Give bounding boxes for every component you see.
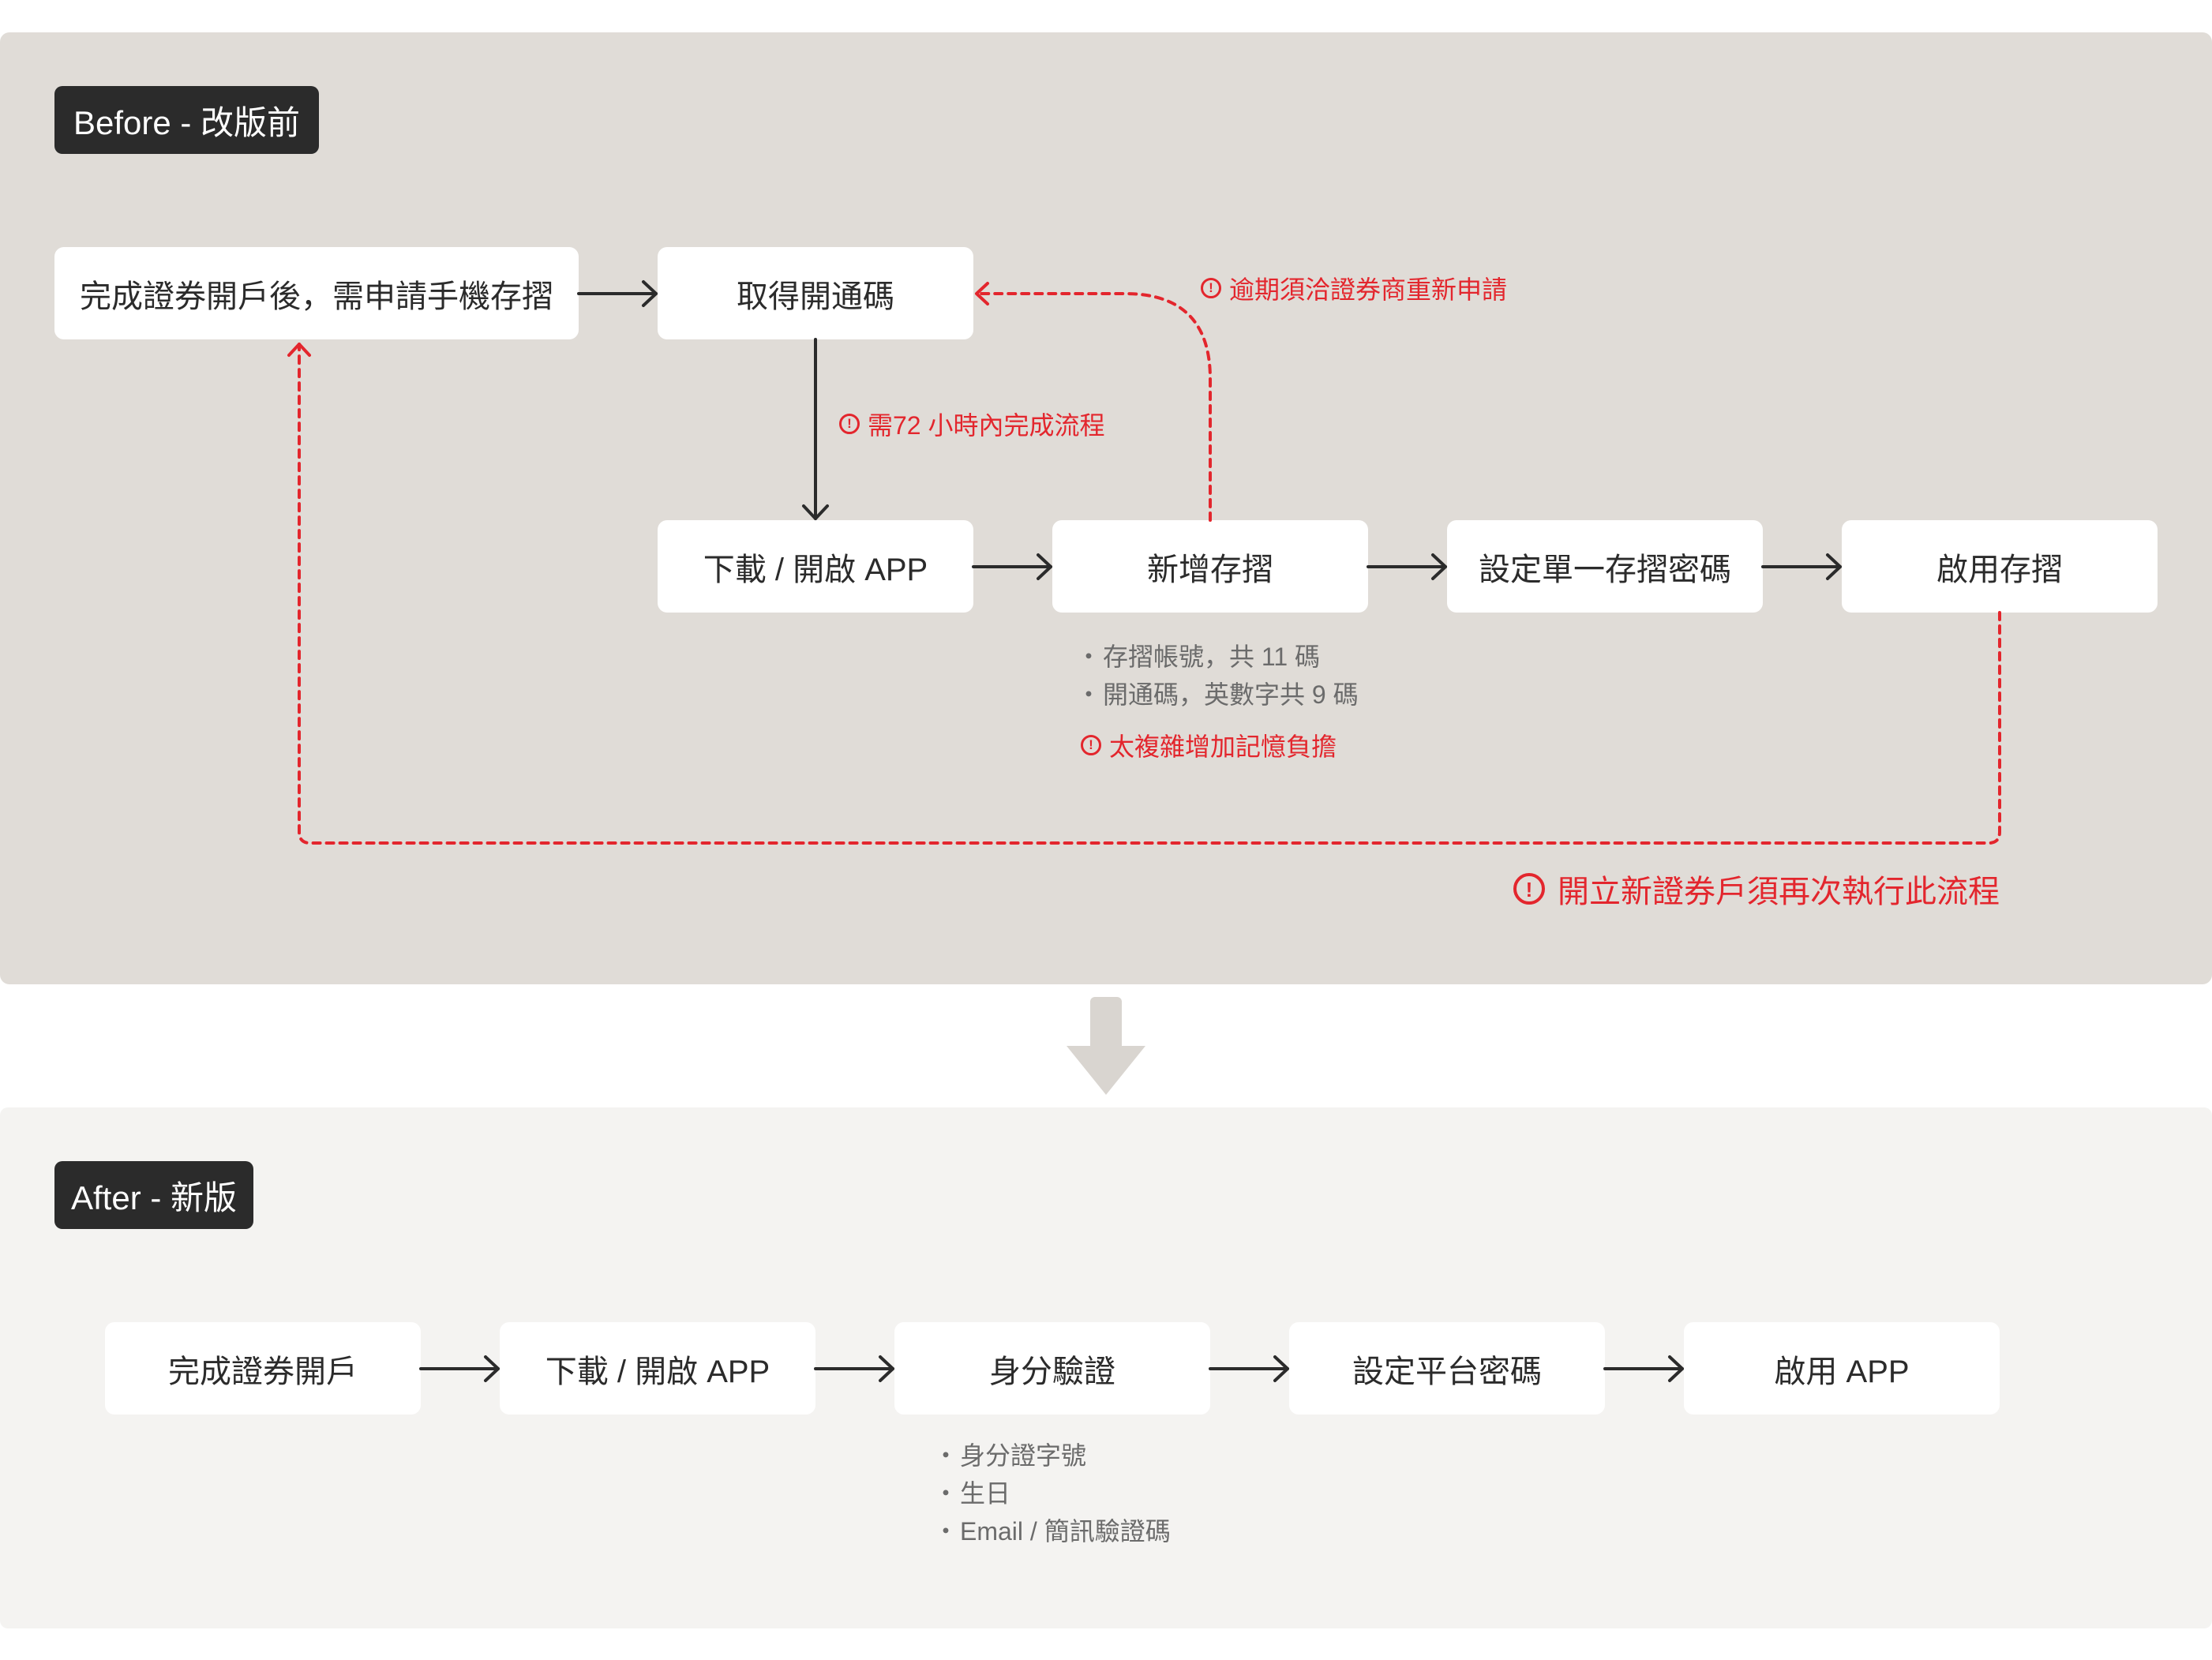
step-enable-app: 啟用 APP — [1684, 1322, 2000, 1415]
step-add-passbook: 新增存摺 — [1052, 520, 1368, 613]
warning-repeat-process-text: 開立新證券戶須再次執行此流程 — [1558, 875, 2000, 909]
bullet-glyph: ・ — [933, 1479, 959, 1508]
step-download-app: 下載 / 開啟 APP — [500, 1322, 815, 1415]
bullet-glyph: ・ — [1076, 643, 1102, 671]
list-item: ・開通碼，英數字共 9 碼 — [1076, 676, 1359, 714]
step-enable-passbook: 啟用存摺 — [1842, 520, 2158, 613]
step-apply-mobile-passbook: 完成證券開戶後，需申請手機存摺 — [54, 247, 579, 339]
warning-too-complex: ! 太複雜增加記憶負擔 — [1081, 727, 1337, 763]
passbook-requirements-list: ・存摺帳號，共 11 碼 ・開通碼，英數字共 9 碼 — [1076, 638, 1359, 714]
list-item: ・存摺帳號，共 11 碼 — [1076, 638, 1359, 676]
warning-repeat-process: ! 開立新證券戶須再次執行此流程 — [1513, 866, 2000, 912]
step-download-app: 下載 / 開啟 APP — [658, 520, 973, 613]
bullet-glyph: ・ — [933, 1517, 959, 1546]
step-get-activation-code: 取得開通碼 — [658, 247, 973, 339]
exclamation-circle-icon: ! — [1201, 278, 1221, 298]
warning-too-complex-text: 太複雜增加記憶負擔 — [1109, 733, 1337, 761]
warning-72-hours: ! 需72 小時內完成流程 — [839, 406, 1105, 442]
warning-expired: ! 逾期須洽證券商重新申請 — [1201, 270, 1507, 306]
exclamation-circle-icon: ! — [839, 414, 860, 434]
list-item: ・生日 — [933, 1475, 1171, 1512]
step-set-passbook-password: 設定單一存摺密碼 — [1447, 520, 1763, 613]
list-item: ・Email / 簡訊驗證碼 — [933, 1512, 1171, 1550]
after-tag: After - 新版 — [54, 1161, 253, 1229]
bullet-glyph: ・ — [1076, 680, 1102, 709]
warning-72-hours-text: 需72 小時內完成流程 — [868, 411, 1105, 440]
step-set-platform-password: 設定平台密碼 — [1289, 1322, 1605, 1415]
down-arrow-icon — [1067, 997, 1145, 1095]
exclamation-circle-icon: ! — [1081, 735, 1101, 755]
warning-expired-text: 逾期須洽證券商重新申請 — [1229, 275, 1508, 304]
bullet-glyph: ・ — [933, 1441, 959, 1470]
step-identity-verification: 身分驗證 — [894, 1322, 1210, 1415]
verification-requirements-list: ・身分證字號 ・生日 ・Email / 簡訊驗證碼 — [933, 1437, 1171, 1550]
before-panel — [0, 32, 2212, 984]
list-item: ・身分證字號 — [933, 1437, 1171, 1475]
before-tag: Before - 改版前 — [54, 86, 319, 154]
step-open-account: 完成證券開戶 — [105, 1322, 421, 1415]
exclamation-circle-icon: ! — [1513, 873, 1545, 905]
